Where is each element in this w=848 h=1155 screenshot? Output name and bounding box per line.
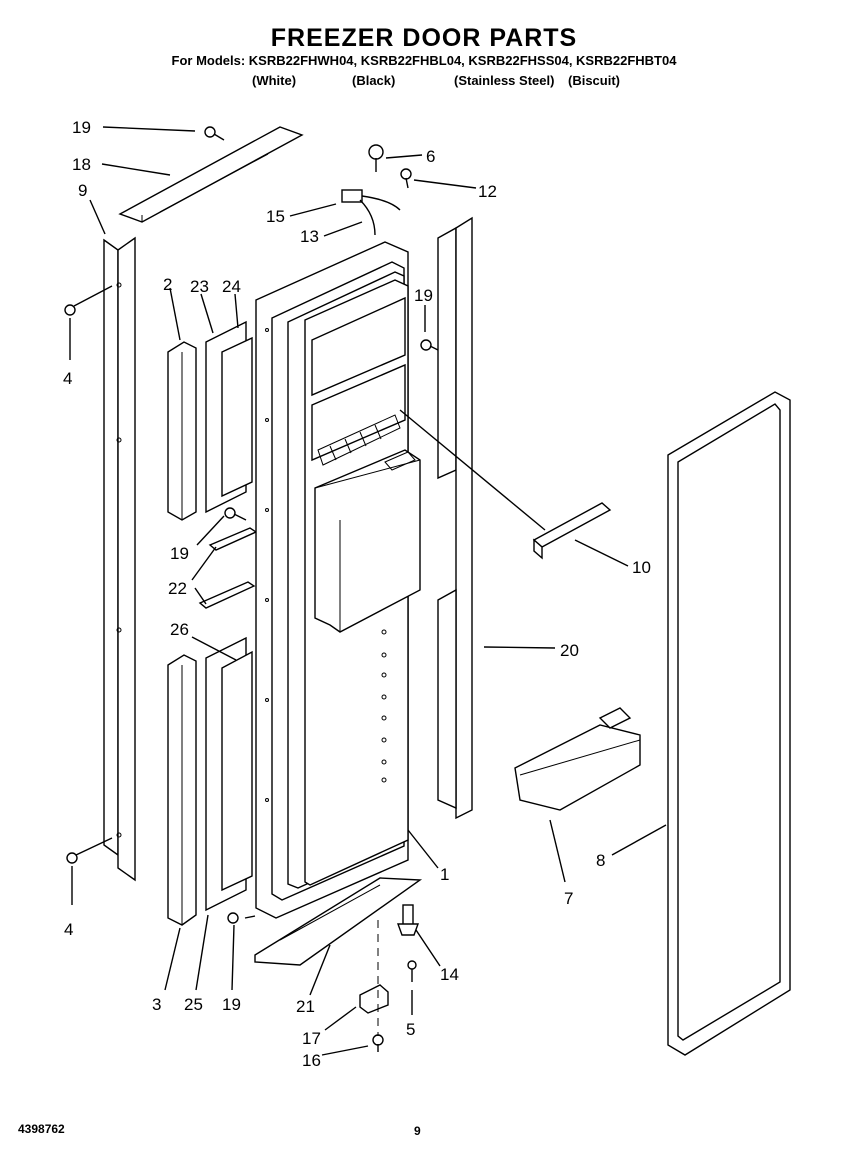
callout-19-mid: 19 [170, 544, 189, 563]
callout-19-top: 19 [72, 118, 91, 137]
callout-13: 13 [300, 227, 319, 246]
part-screw [66, 837, 113, 905]
callout-15: 15 [266, 207, 285, 226]
variant-black: (Black) [352, 73, 396, 88]
part-screw [372, 1034, 384, 1052]
callout-24: 24 [222, 277, 241, 296]
variant-biscuit: (Biscuit) [568, 73, 620, 88]
callout-25: 25 [184, 995, 203, 1014]
part-screw [204, 126, 225, 141]
model-list: For Models: KSRB22FHWH04, KSRB22FHBL04, … [171, 53, 677, 68]
callout-4-lower: 4 [64, 920, 73, 939]
model-variants: (White) (Black) (Stainless Steel) (Biscu… [0, 73, 848, 91]
callout-16: 16 [302, 1051, 321, 1070]
part-top-trim [118, 126, 304, 223]
part-hinge-block [359, 984, 389, 1014]
part-hinge-bracket [227, 877, 423, 966]
callout-2: 2 [163, 275, 172, 294]
page-title: FREEZER DOOR PARTS [270, 24, 578, 52]
part-screw [224, 507, 247, 521]
callout-21: 21 [296, 997, 315, 1016]
callout-26: 26 [170, 620, 189, 639]
part-left-trim [103, 236, 136, 882]
part-door-gasket [667, 391, 791, 1056]
part-trim-strip [399, 409, 612, 560]
part-screw [407, 960, 417, 982]
callout-20: 20 [560, 641, 579, 660]
part-hinge-pin [397, 904, 419, 936]
callout-3: 3 [152, 995, 161, 1014]
part-screw [64, 285, 113, 360]
document-number: 4398762 [18, 1122, 65, 1136]
variant-stainless: (Stainless Steel) [454, 73, 555, 88]
dispenser-grill [317, 414, 401, 466]
callout-19-bottom: 19 [222, 995, 241, 1014]
callout-5: 5 [406, 1020, 415, 1039]
callout-14: 14 [440, 965, 459, 984]
callout-23: 23 [190, 277, 209, 296]
page-number: 9 [414, 1124, 421, 1138]
part-door-bin [514, 707, 641, 811]
callout-labels: 19 18 9 4 2 23 24 19 22 26 4 3 25 19 21 … [63, 118, 651, 1070]
callout-10: 10 [632, 558, 651, 577]
callout-4-upper: 4 [63, 369, 72, 388]
callout-18: 18 [72, 155, 91, 174]
callout-6: 6 [426, 147, 435, 166]
part-wire-harness [341, 144, 412, 236]
callout-1: 1 [440, 865, 449, 884]
part-door-assembly [255, 241, 421, 919]
callout-22: 22 [168, 579, 187, 598]
part-right-channel [420, 216, 473, 820]
callout-17: 17 [302, 1029, 321, 1048]
callout-9: 9 [78, 181, 87, 200]
part-bracket [198, 527, 258, 609]
variant-white: (White) [252, 73, 297, 88]
leader-lines [89, 126, 667, 1056]
callout-12: 12 [478, 182, 497, 201]
part-lower-filler [167, 654, 197, 926]
callout-19-right: 19 [414, 286, 433, 305]
callout-7: 7 [564, 889, 573, 908]
part-lower-panel [205, 636, 253, 912]
callout-8: 8 [596, 851, 605, 870]
part-upper-filler [167, 341, 197, 521]
part-upper-panel [205, 320, 253, 514]
